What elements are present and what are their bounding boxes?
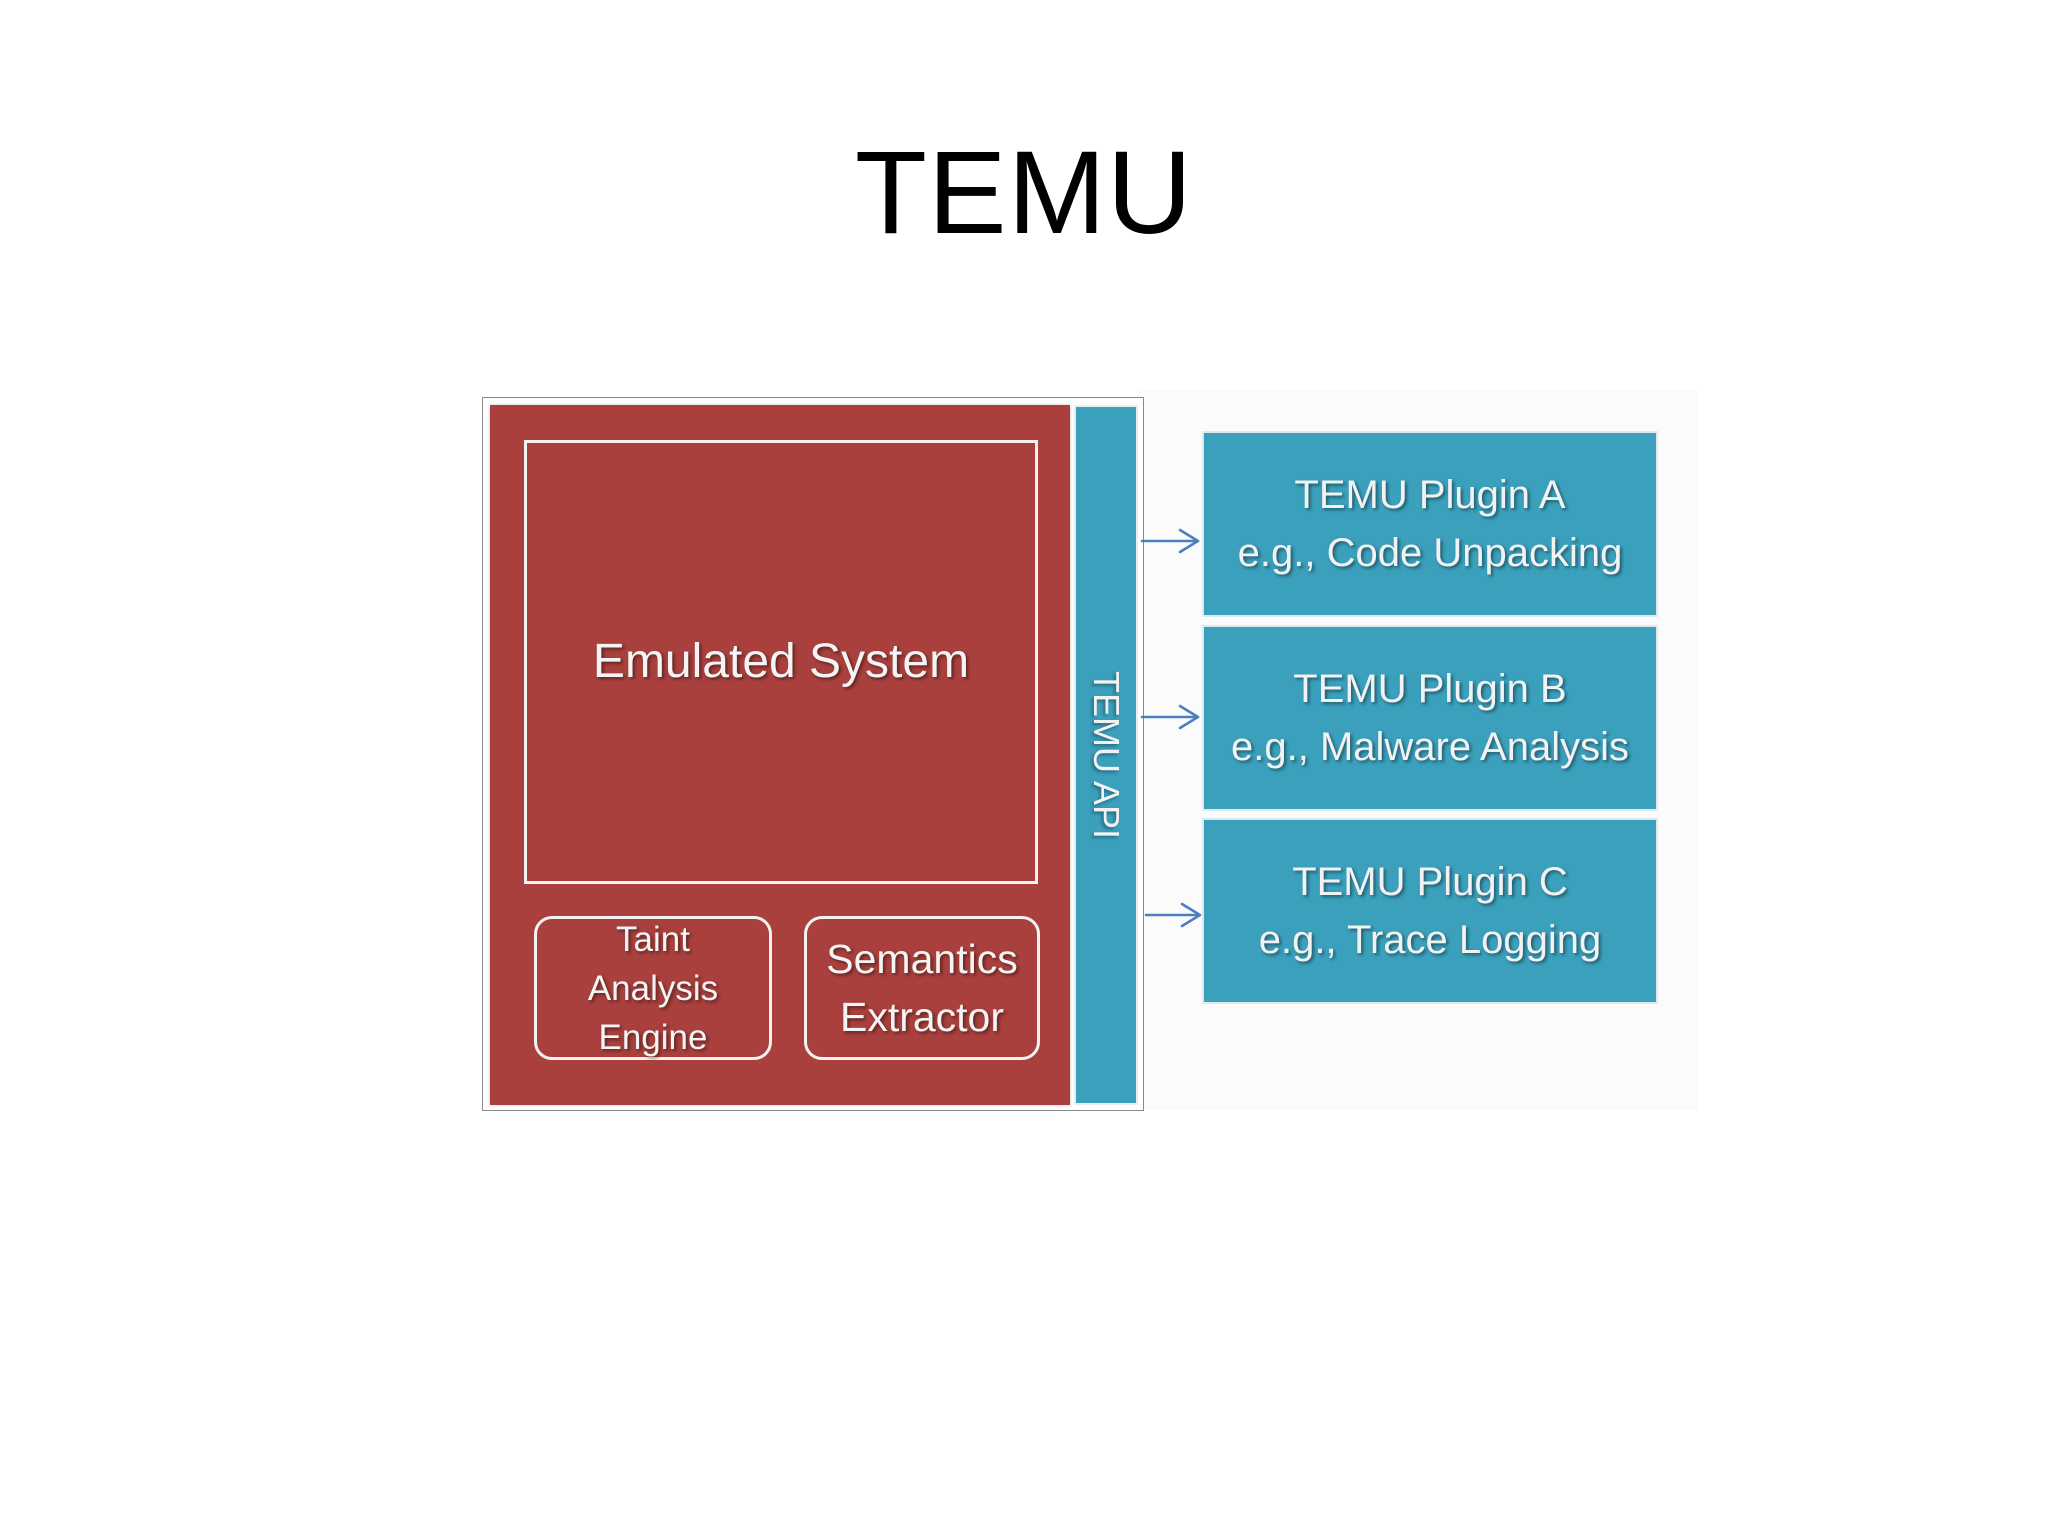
plugin-a-box: TEMU Plugin A e.g., Code Unpacking <box>1202 431 1658 617</box>
plugin-c-box: TEMU Plugin C e.g., Trace Logging <box>1202 818 1658 1004</box>
plugin-b-example: e.g., Malware Analysis <box>1231 725 1629 769</box>
taint-analysis-engine-box: Taint Analysis Engine <box>534 916 772 1060</box>
semantics-line-2: Extractor <box>839 994 1005 1040</box>
temu-api-bar <box>1074 405 1138 1105</box>
plugin-b-box: TEMU Plugin B e.g., Malware Analysis <box>1202 625 1658 811</box>
plugin-c-example: e.g., Trace Logging <box>1258 918 1602 962</box>
emulated-system-box: Emulated System <box>524 440 1038 884</box>
plugin-a-example: e.g., Code Unpacking <box>1237 531 1623 575</box>
taint-line-1: Taint <box>616 919 690 959</box>
plugin-a-name: TEMU Plugin A <box>1294 473 1566 517</box>
plugin-b-name: TEMU Plugin B <box>1293 667 1567 711</box>
slide-title: TEMU <box>854 127 1194 259</box>
semantics-line-1: Semantics <box>826 936 1018 982</box>
emulated-system-label: Emulated System <box>592 635 970 688</box>
plugin-c-name: TEMU Plugin C <box>1292 860 1568 904</box>
temu-api-label: TEMU API <box>1086 670 1127 840</box>
temu-core-box <box>490 405 1070 1105</box>
taint-line-3: Engine <box>598 1017 708 1057</box>
semantics-extractor-box: Semantics Extractor <box>804 916 1040 1060</box>
taint-line-2: Analysis <box>587 968 719 1008</box>
